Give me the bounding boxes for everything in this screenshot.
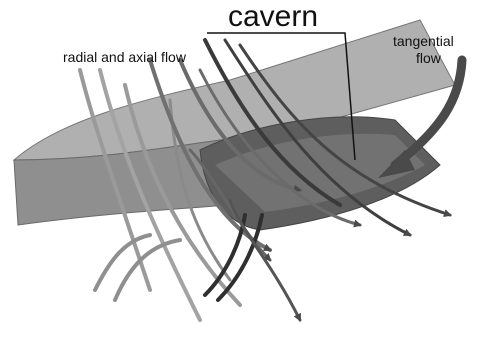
- cavern-label: cavern: [228, 0, 318, 33]
- tangential-label: tangential: [393, 33, 454, 49]
- tangential-label-flow: flow: [416, 50, 442, 66]
- radial-axial-label: radial and axial flow: [63, 49, 187, 65]
